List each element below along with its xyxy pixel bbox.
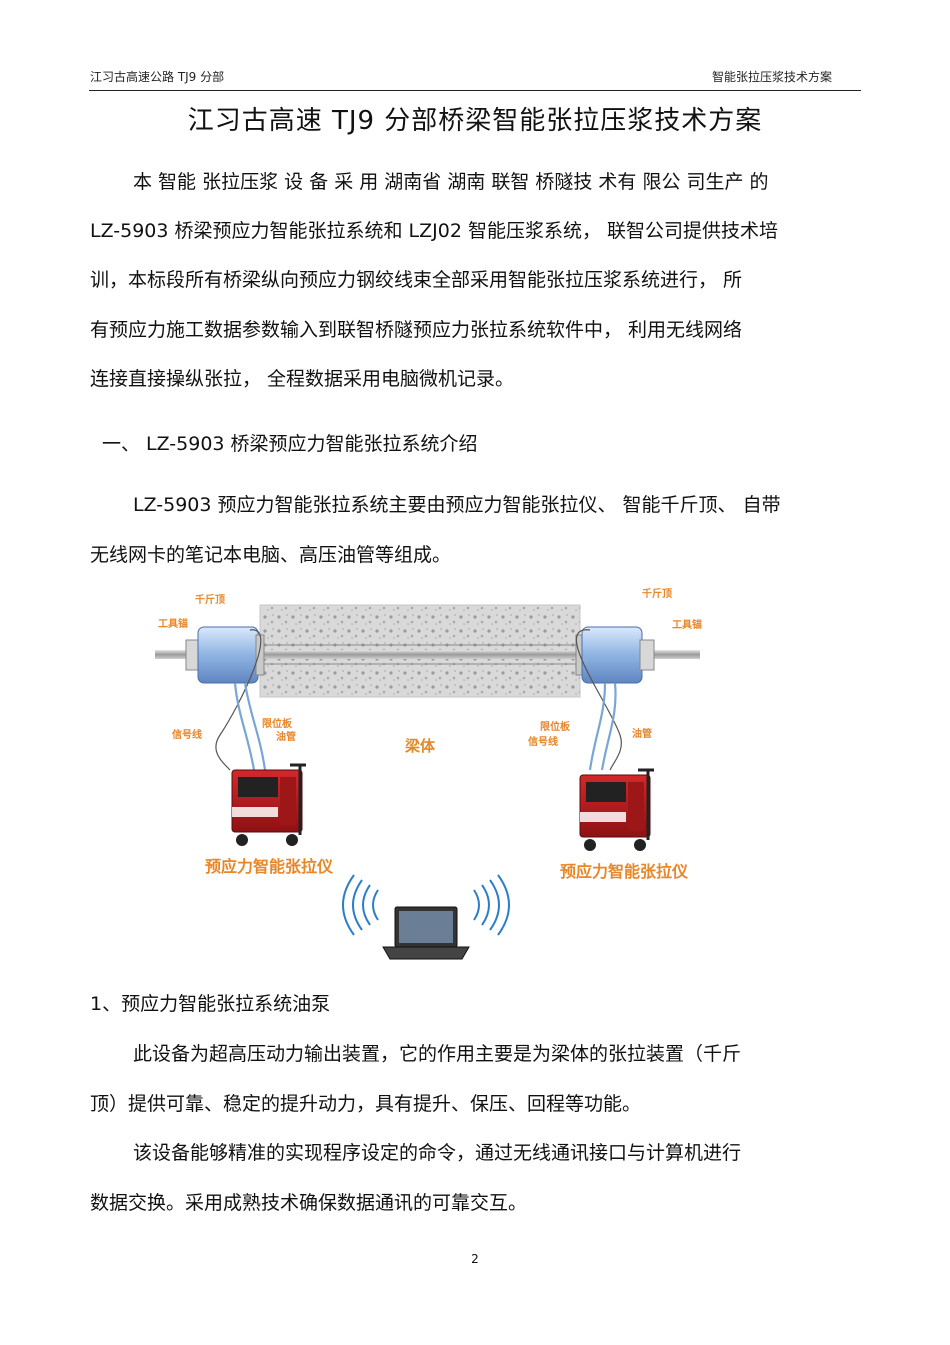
label-tool-anchor-right: 工具锚 — [672, 618, 702, 631]
intro-line-5: 连接直接操纵张拉， 全程数据采用电脑微机记录。 — [90, 368, 515, 390]
right-tensioning-device — [579, 768, 654, 851]
left-stopper — [255, 634, 265, 676]
left-oil-pipe-1 — [243, 682, 267, 771]
tensioning-system-diagram: 千斤顶 工具锚 限位板 油管 信号线 千斤顶 工具锚 限位板 信号线 油管 梁体… — [155, 587, 702, 960]
label-device-right: 预应力智能张拉仪 — [560, 862, 689, 881]
label-stopper-right: 限位板 — [540, 720, 571, 733]
label-tool-anchor-left: 工具锚 — [158, 617, 188, 630]
subsection-para1-line-1: 此设备为超高压动力输出装置，它的作用主要是为梁体的张拉装置（千斤 — [133, 1043, 742, 1065]
header-rule — [89, 90, 861, 91]
label-jack-right: 千斤顶 — [642, 587, 672, 600]
right-oil-pipe-1 — [588, 682, 607, 771]
intro-line-3: 训，本标段所有桥梁纵向预应力钢绞线束全部采用智能张拉压浆系统进行， 所 — [90, 269, 743, 291]
page-number: 2 — [471, 1252, 479, 1266]
left-tensioning-device — [231, 763, 306, 846]
header-right: 智能张拉压浆技术方案 — [711, 70, 832, 84]
intro-line-4: 有预应力施工数据参数输入到联智桥隧预应力张拉系统软件中， 利用无线网络 — [90, 319, 743, 341]
left-oil-pipe-2 — [233, 682, 256, 771]
left-jack — [197, 626, 259, 684]
laptop — [382, 906, 470, 960]
subsection-para1-line-2: 顶）提供可靠、稳定的提升动力，具有提升、保压、回程等功能。 — [90, 1093, 642, 1115]
right-jack — [581, 626, 643, 684]
intro-line-1: 本 智能 张拉压浆 设 备 采 用 湖南省 湖南 联智 桥隧技 术有 限公 司生… — [133, 171, 769, 193]
left-signal-line — [215, 629, 262, 771]
subsection-para2-line-2: 数据交换。采用成熟技术确保数据通讯的可靠交互。 — [90, 1192, 528, 1214]
intro-line-2: LZ-5903 桥梁预应力智能张拉系统和 LZJ02 智能压浆系统， 联智公司提… — [90, 220, 779, 242]
label-beam: 梁体 — [404, 737, 436, 755]
header-left: 江习古高速公路 TJ9 分部 — [90, 70, 225, 84]
label-signal-line-right: 信号线 — [528, 735, 558, 748]
label-oil-pipe-left: 油管 — [276, 730, 296, 743]
label-device-left: 预应力智能张拉仪 — [205, 857, 334, 876]
section-para-line-1: LZ-5903 预应力智能张拉系统主要由预应力智能张拉仪、 智能千斤顶、 自带 — [133, 494, 781, 516]
section-para-line-2: 无线网卡的笔记本电脑、高压油管等组成。 — [90, 544, 452, 566]
subsection-heading: 1、预应力智能张拉系统油泵 — [90, 993, 331, 1015]
left-wifi-icon — [342, 874, 379, 936]
right-tool-anchor — [639, 639, 655, 671]
label-stopper-left: 限位板 — [262, 717, 293, 730]
label-oil-pipe-right: 油管 — [632, 727, 652, 740]
section-heading: 一、 LZ-5903 桥梁预应力智能张拉系统介绍 — [102, 433, 478, 455]
right-wifi-icon — [473, 874, 510, 936]
right-oil-pipe-2 — [600, 682, 617, 771]
label-jack-left: 千斤顶 — [195, 593, 225, 606]
subsection-para2-line-1: 该设备能够精准的实现程序设定的命令，通过无线通讯接口与计算机进行 — [133, 1142, 742, 1164]
document-title: 江习古高速 TJ9 分部桥梁智能张拉压浆技术方案 — [187, 106, 763, 136]
label-signal-line-left: 信号线 — [172, 728, 202, 741]
steel-strand — [155, 650, 700, 659]
